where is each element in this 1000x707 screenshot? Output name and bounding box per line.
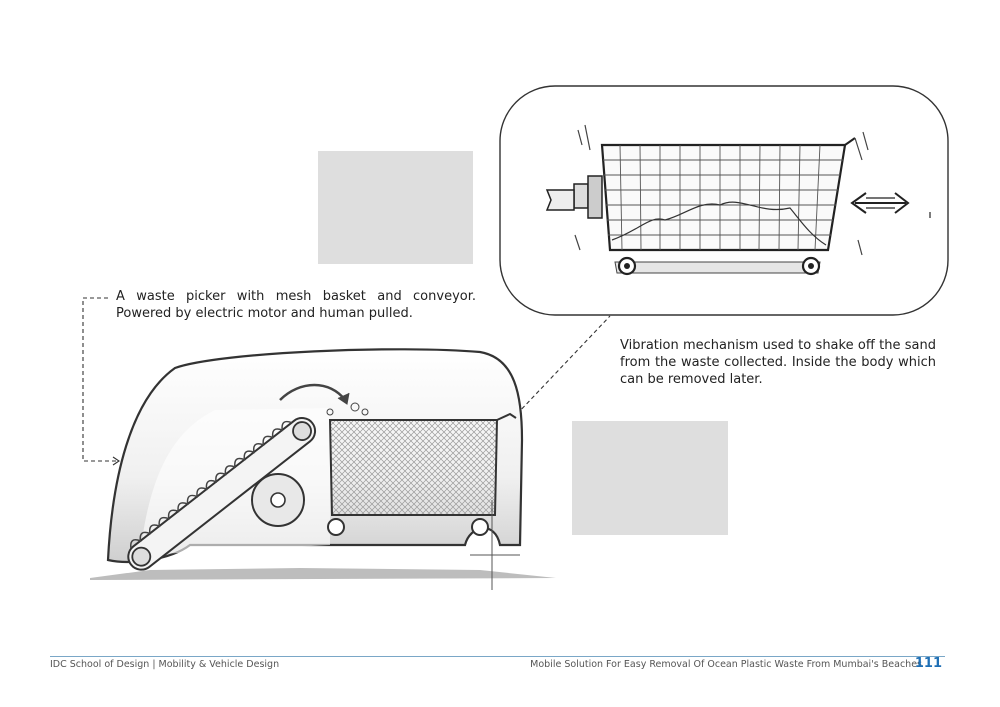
leader-line-waste-picker [82, 297, 120, 466]
waste-picker-sketch [90, 348, 556, 590]
footer-project-title: Mobile Solution For Easy Removal Of Ocea… [530, 659, 922, 670]
image-placeholder-right [572, 421, 728, 535]
footer-divider [50, 656, 945, 657]
footer-institution: IDC School of Design | Mobility & Vehicl… [50, 659, 280, 670]
caption-vibration-mechanism: Vibration mechanism used to shake off th… [620, 338, 936, 387]
image-placeholder-top [318, 151, 473, 264]
vibration-mechanism-inset [499, 85, 949, 316]
page-number: 111 [914, 656, 942, 671]
leader-line-vibration [516, 315, 611, 415]
caption-waste-picker: A waste picker with mesh basket and conv… [116, 289, 476, 321]
